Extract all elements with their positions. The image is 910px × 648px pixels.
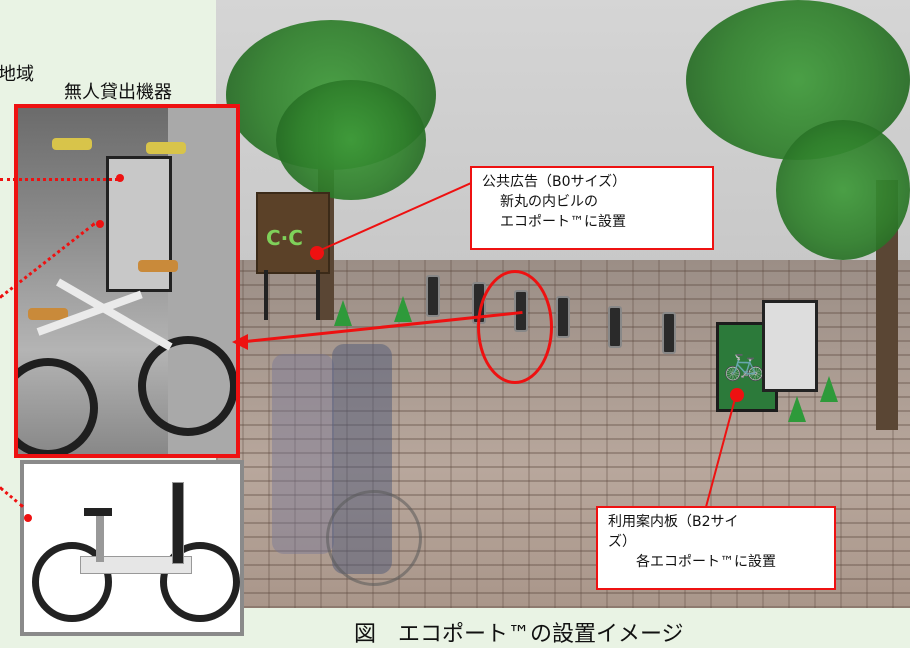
- bike-dock: [556, 296, 570, 338]
- unmanned-rental-label: 無人貸出機器: [64, 82, 172, 103]
- bicycle-wheel: [138, 336, 236, 436]
- bike-dock: [608, 306, 622, 348]
- bicycle-wheel: [32, 542, 112, 622]
- callout-line: 公共広告（B0サイズ）: [482, 174, 627, 190]
- tree-foliage-right-lower: [776, 120, 910, 260]
- traffic-cone: [394, 296, 412, 322]
- bicycle-icon: 🚲: [723, 343, 766, 383]
- guide-board-callout: 利用案内板（B2サイ ズ） 各エコポート™に設置: [596, 506, 836, 590]
- person-silhouette: [272, 354, 334, 554]
- rental-machine-photo: [14, 104, 240, 458]
- marker-dot: [96, 220, 104, 228]
- bicycle-wheel: [160, 542, 240, 622]
- unmanned-rental-kiosk: [762, 300, 818, 392]
- callout-line: エコポート™に設置: [500, 214, 626, 230]
- bicycle-wheel: [326, 490, 422, 586]
- traffic-cone: [788, 396, 806, 422]
- public-ad-board: [256, 192, 330, 274]
- bicycle-wheel: [18, 358, 98, 454]
- dotted-connector: [0, 178, 118, 181]
- sign-post-left: [264, 270, 268, 320]
- bike-saddle: [28, 308, 68, 320]
- bike-dock: [662, 312, 676, 354]
- callout-line: 利用案内板（B2サイ: [608, 514, 739, 530]
- arrow-head: [232, 334, 248, 350]
- traffic-cone: [334, 300, 352, 326]
- dock-highlight-oval: [477, 270, 553, 384]
- marker-dot: [116, 174, 124, 182]
- bike-handlebar-stem: [172, 482, 184, 564]
- callout-line: ズ）: [608, 534, 636, 550]
- folding-bicycle-photo: [20, 460, 244, 636]
- public-ad-callout: 公共広告（B0サイズ） 新丸の内ビルの エコポート™に設置: [470, 166, 714, 250]
- ecoport-scene: C·C 🚲: [216, 0, 910, 608]
- traffic-cone: [820, 376, 838, 402]
- sign-post-right: [316, 270, 320, 320]
- handle-grip: [52, 138, 92, 150]
- callout-marker: [310, 246, 324, 260]
- bike-frame: [80, 556, 192, 574]
- callout-line: 新丸の内ビルの: [500, 194, 598, 210]
- bike-dock: [426, 275, 440, 317]
- seat-post: [96, 516, 104, 562]
- tree-foliage-left-lower: [276, 80, 426, 200]
- community-cycle-logo: C·C: [266, 226, 303, 250]
- handle-grip: [146, 142, 186, 154]
- figure-caption: 図 エコポート™の設置イメージ: [354, 622, 684, 647]
- bike-saddle: [138, 260, 178, 272]
- bike-saddle: [84, 508, 112, 516]
- marker-dot: [24, 514, 32, 522]
- callout-marker: [730, 388, 744, 402]
- region-label: 地域: [0, 64, 34, 85]
- callout-line: 各エコポート™に設置: [636, 554, 776, 570]
